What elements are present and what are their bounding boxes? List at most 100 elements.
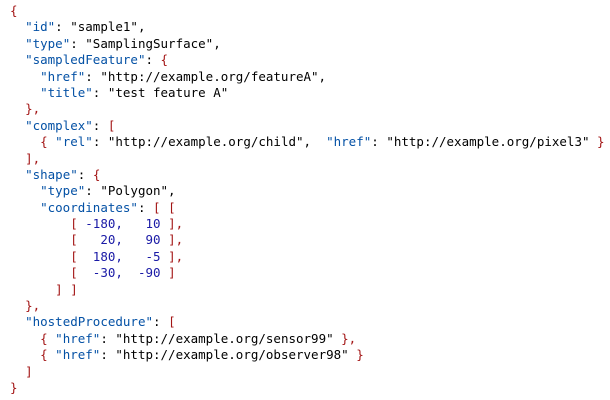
json-punctuation: }, (341, 330, 357, 346)
json-text (10, 85, 40, 100)
json-punctuation: ] ] (55, 281, 78, 297)
json-text: : "sample1", (55, 19, 146, 35)
json-punctuation: [ (70, 248, 78, 264)
code-line: "shape": { (10, 167, 605, 183)
json-text: : (92, 117, 108, 133)
json-key: "title" (40, 84, 93, 100)
code-line: { "href": "http://example.org/observer98… (10, 347, 605, 363)
json-text (10, 314, 25, 329)
json-text: : (153, 314, 169, 330)
json-punctuation: [ (168, 314, 176, 330)
json-punctuation: }, (25, 298, 41, 314)
json-punctuation: { (40, 330, 48, 346)
code-line: { (10, 3, 605, 19)
json-key: "sampledFeature" (25, 52, 146, 68)
json-text (10, 69, 40, 84)
json-text (10, 134, 40, 149)
json-text: : "http://example.org/sensor99" (100, 330, 342, 346)
json-text (10, 118, 25, 133)
json-key: "href" (55, 347, 101, 363)
json-text (10, 364, 25, 379)
json-punctuation: [ (70, 265, 78, 281)
json-code-block: { "id": "sample1", "type": "SamplingSurf… (10, 3, 605, 396)
json-punctuation: } (356, 347, 364, 363)
json-text: : "http://example.org/observer98" (100, 347, 357, 363)
json-text: : (137, 199, 154, 215)
json-punctuation: [ (70, 216, 78, 232)
json-key: "type" (40, 183, 86, 199)
json-text (10, 167, 25, 182)
code-line: "type": "SamplingSurface", (10, 36, 605, 52)
code-line: "complex": [ (10, 118, 605, 134)
json-text: : (77, 166, 93, 182)
json-punctuation: [ [ (153, 199, 176, 215)
code-line: "id": "sample1", (10, 19, 605, 35)
json-key: "rel" (55, 134, 93, 150)
json-key: "complex" (25, 117, 93, 133)
json-punctuation: { (10, 3, 18, 18)
json-text (10, 232, 70, 247)
json-key: "shape" (25, 166, 78, 182)
json-text (10, 151, 25, 166)
json-text (10, 216, 70, 231)
json-number: -30, -90 (77, 265, 169, 281)
json-text: : (145, 52, 161, 68)
code-line: ] (10, 364, 605, 380)
json-text (10, 298, 25, 313)
json-text (10, 331, 40, 346)
code-line: "type": "Polygon", (10, 183, 605, 199)
code-line: [ 20, 90 ], (10, 232, 605, 248)
json-key: "href" (40, 68, 86, 84)
json-text (10, 101, 25, 116)
json-punctuation: } (10, 379, 18, 395)
json-text (10, 19, 25, 34)
json-text (10, 265, 70, 280)
json-punctuation: ] (168, 265, 176, 281)
json-text (10, 36, 25, 51)
json-text: : "http://example.org/child", (92, 134, 327, 150)
json-punctuation: ], (168, 216, 184, 232)
json-key: "coordinates" (40, 199, 138, 215)
json-text (10, 347, 40, 362)
code-line: ], (10, 151, 605, 167)
json-punctuation: } (597, 134, 605, 150)
code-line: "sampledFeature": { (10, 52, 605, 68)
json-punctuation: }, (25, 101, 41, 117)
json-text (10, 200, 40, 215)
json-key: "href" (55, 330, 101, 346)
json-text: : "test feature A" (92, 84, 229, 100)
json-text: : "Polygon", (85, 183, 176, 199)
code-line: } (10, 380, 605, 396)
json-punctuation: { (40, 134, 48, 150)
json-text: : "http://example.org/featureA", (85, 68, 327, 84)
json-key: "hostedProcedure" (25, 314, 153, 330)
json-text (10, 249, 70, 264)
json-punctuation: [ (70, 232, 78, 248)
code-line: "title": "test feature A" (10, 85, 605, 101)
json-punctuation: { (160, 52, 169, 68)
code-line: }, (10, 101, 605, 117)
json-punctuation: ], (168, 248, 184, 264)
json-key: "type" (25, 35, 71, 51)
json-text: : "http://example.org/pixel3" (371, 134, 598, 150)
code-line: }, (10, 298, 605, 314)
json-punctuation: ], (25, 150, 41, 166)
code-line: { "href": "http://example.org/sensor99" … (10, 331, 605, 347)
code-line: ] ] (10, 282, 605, 298)
json-text (10, 183, 40, 198)
json-key: "id" (25, 19, 56, 35)
code-line: { "rel": "http://example.org/child", "hr… (10, 134, 605, 150)
code-line: [ 180, -5 ], (10, 249, 605, 265)
json-text (10, 282, 55, 297)
code-line: [ -180, 10 ], (10, 216, 605, 232)
json-punctuation: ] (25, 363, 33, 379)
json-punctuation: [ (107, 117, 116, 133)
json-punctuation: { (40, 347, 48, 363)
code-line: [ -30, -90 ] (10, 265, 605, 281)
json-key: "href" (326, 134, 372, 150)
json-punctuation: ], (168, 232, 184, 248)
json-text: : "SamplingSurface", (70, 35, 221, 51)
json-punctuation: { (92, 166, 101, 182)
json-text (10, 52, 25, 67)
json-number: 20, 90 (77, 232, 169, 248)
